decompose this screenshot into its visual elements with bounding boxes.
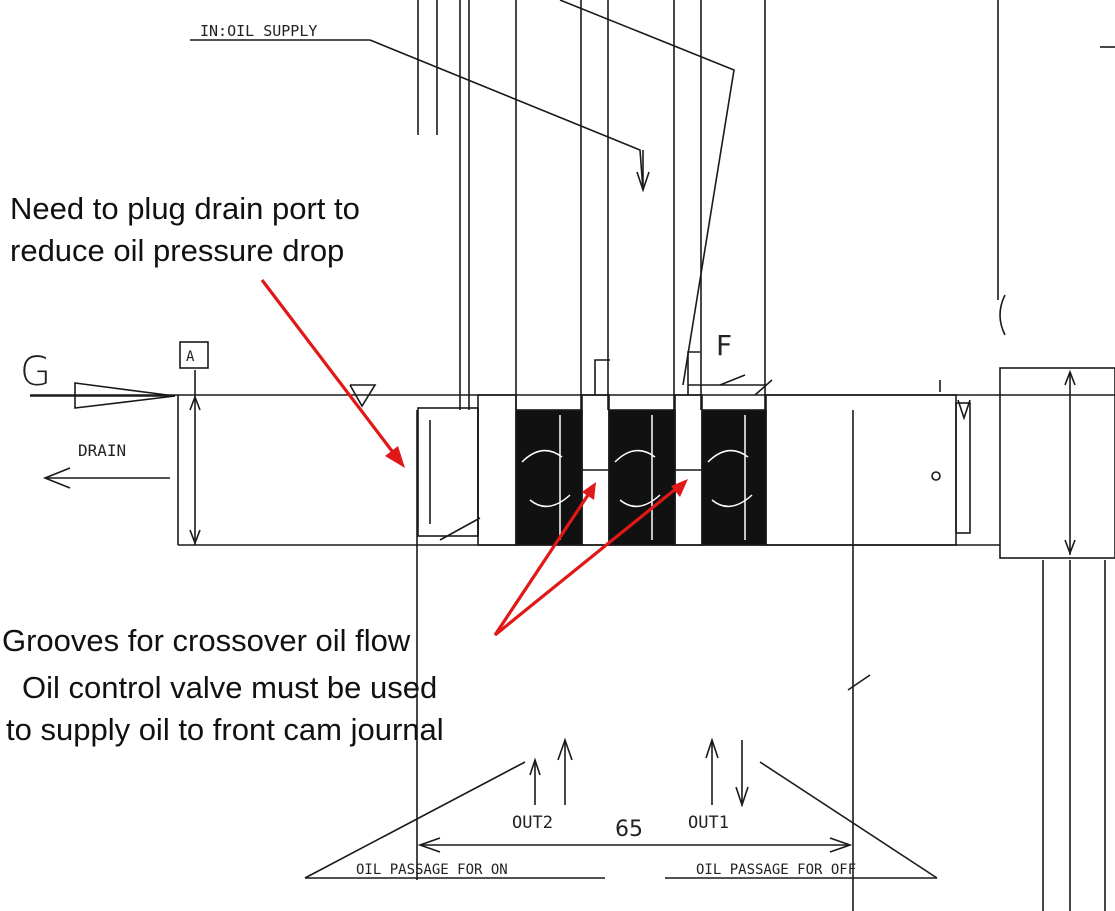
section-f-right-label: F bbox=[716, 329, 732, 362]
oil-passage-on-label: OIL PASSAGE FOR ON bbox=[356, 862, 508, 878]
annotation-arrows bbox=[260, 279, 688, 637]
out2-label: OUT2 bbox=[512, 813, 553, 833]
drain-label: DRAIN bbox=[78, 441, 126, 460]
in-oil-supply-label: IN:OIL SUPPLY bbox=[200, 22, 317, 40]
view-g-label: G bbox=[20, 349, 51, 395]
grooves-note: Grooves for crossover oil flow bbox=[2, 623, 411, 658]
datum-a-label: A bbox=[186, 349, 195, 365]
plug-drain-note-line2: reduce oil pressure drop bbox=[10, 233, 345, 268]
ocv-note-line2: to supply oil to front cam journal bbox=[6, 712, 444, 747]
ocv-note-line1: Oil control valve must be used bbox=[22, 670, 438, 705]
drawing-lines bbox=[30, 0, 1115, 911]
oil-passage-off-label: OIL PASSAGE FOR OFF bbox=[696, 862, 856, 878]
out1-label: OUT1 bbox=[688, 813, 729, 833]
dimension-65-label: 65 bbox=[615, 817, 643, 842]
plug-drain-note-line1: Need to plug drain port to bbox=[10, 191, 360, 226]
